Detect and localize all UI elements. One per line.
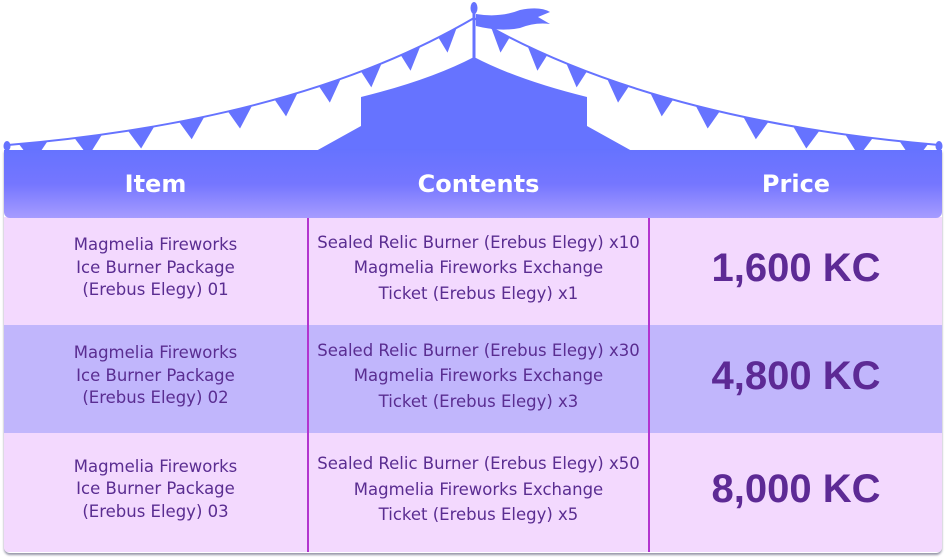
contents-cell-line: Magmelia Fireworks Exchange — [353, 479, 604, 499]
contents-cell-line: Sealed Relic Burner (Erebus Elegy) x50 — [317, 454, 640, 474]
bunting-flag-icon — [179, 116, 205, 140]
contents-cell-line: Magmelia Fireworks Exchange — [353, 258, 604, 278]
item-name-cell-line: Ice Burner Package — [76, 365, 235, 385]
header-price: Price — [761, 170, 831, 198]
contents-cell-line: Magmelia Fireworks Exchange — [353, 366, 604, 386]
contents-cell-line: Ticket (Erebus Elegy) x5 — [378, 505, 579, 525]
header-contents: Contents — [417, 170, 540, 198]
circus-tent-decoration — [3, 2, 943, 160]
bunting-flag-icon — [650, 93, 674, 117]
bunting-flag-icon — [274, 93, 298, 117]
price-value: 8,000 KC — [711, 467, 881, 512]
pennant-flag-icon — [476, 8, 550, 30]
price-cell: 8,000 KC — [650, 433, 942, 552]
bunting-flag-icon — [400, 46, 421, 71]
item-name-cell-line: Ice Burner Package — [76, 257, 235, 277]
bunting-flag-icon — [845, 134, 873, 157]
bunting-flag-icon — [743, 116, 769, 140]
bunting-flags — [7, 17, 940, 160]
bunting-flag-icon — [527, 46, 548, 71]
header-item: Item — [124, 170, 187, 198]
left-post — [3, 141, 11, 151]
item-name-cell-line: Magmelia Fireworks — [73, 235, 238, 255]
bunting-flag-icon — [74, 134, 103, 157]
bunting-flag-icon — [491, 27, 510, 53]
item-name-cell-line: Magmelia Fireworks — [73, 456, 238, 476]
item-name-cell-line: (Erebus Elegy) 03 — [82, 501, 229, 521]
item-name-cell-line: Magmelia Fireworks — [73, 343, 238, 363]
bunting-flag-icon — [318, 78, 341, 103]
price-value: 4,800 KC — [711, 353, 881, 398]
item-name-cell-line: (Erebus Elegy) 02 — [82, 388, 229, 408]
table-header: Item Contents Price — [4, 150, 942, 218]
pole-top-ball — [470, 2, 478, 14]
price-cell: 1,600 KC — [650, 217, 942, 325]
bunting-flag-icon — [127, 126, 155, 149]
item-name-cell-line: (Erebus Elegy) 01 — [82, 280, 229, 300]
contents-cell-line: Sealed Relic Burner (Erebus Elegy) x30 — [317, 340, 640, 360]
right-post — [935, 141, 943, 151]
price-cell: 4,800 KC — [650, 325, 942, 433]
contents-cell-line: Ticket (Erebus Elegy) x1 — [378, 283, 579, 303]
bunting-flag-icon — [361, 63, 382, 88]
contents-cell-line: Sealed Relic Burner (Erebus Elegy) x10 — [317, 232, 640, 252]
bunting-flag-icon — [438, 27, 457, 53]
bunting-flag-icon — [566, 63, 587, 88]
bunting-flag-icon — [607, 78, 629, 103]
tent-pole — [472, 8, 476, 60]
contents-cell-line: Ticket (Erebus Elegy) x3 — [378, 391, 579, 411]
item-name-cell-line: Ice Burner Package — [76, 479, 235, 499]
price-value: 1,600 KC — [711, 245, 881, 290]
bunting-flag-icon — [227, 105, 253, 129]
bunting-flag-icon — [793, 126, 820, 149]
bunting-flag-icon — [695, 105, 720, 129]
tent-body — [316, 57, 632, 151]
